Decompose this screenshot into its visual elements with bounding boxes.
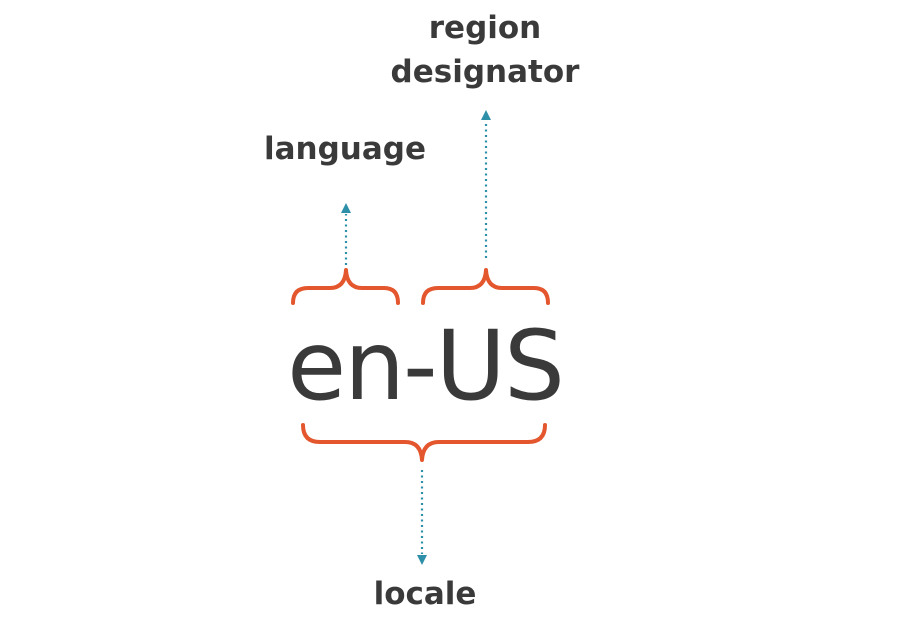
language-label: language	[263, 131, 426, 167]
region-arrow-head	[481, 110, 491, 120]
language-arrow-head	[341, 203, 351, 213]
locale-label: locale	[373, 576, 477, 612]
region-brace	[421, 268, 550, 305]
locale-brace	[301, 423, 547, 462]
region-label-line1: region	[428, 10, 542, 46]
locale-code: en-US	[287, 310, 565, 422]
locale-arrow-head	[417, 555, 427, 565]
language-brace	[291, 268, 400, 305]
region-label-line2: designator	[390, 54, 580, 90]
region-designator-label: region designator	[385, 6, 585, 94]
